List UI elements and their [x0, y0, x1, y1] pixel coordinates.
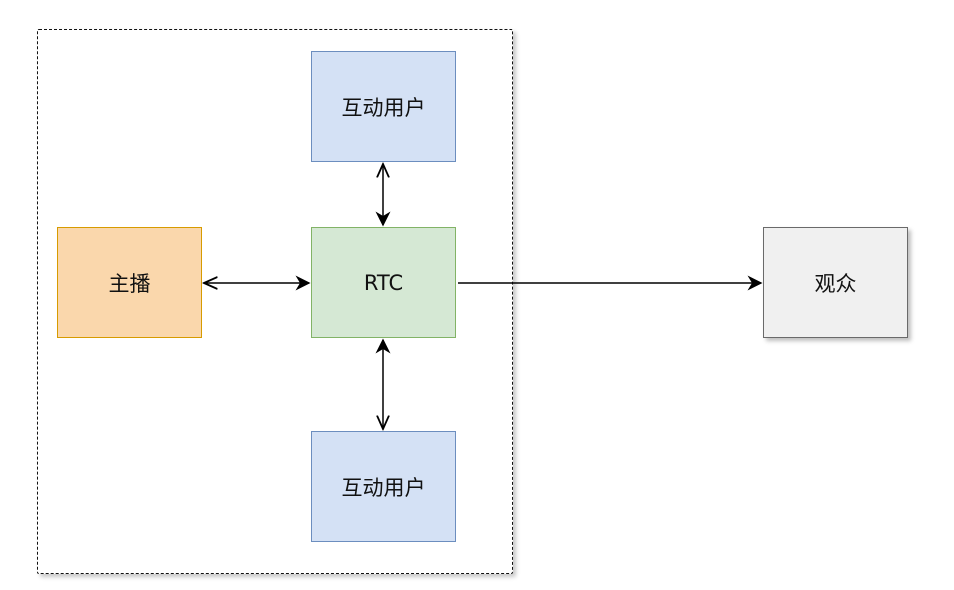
interactive-user-top-label: 互动用户: [341, 95, 426, 120]
rtc-label: RTC: [363, 270, 404, 295]
interactive-user-bottom-label: 互动用户: [341, 475, 426, 500]
interactive-user-bottom-node[interactable]: 互动用户: [311, 431, 456, 542]
anchor-node[interactable]: 主播: [57, 227, 202, 338]
interactive-user-top-node[interactable]: 互动用户: [311, 51, 456, 162]
rtc-node[interactable]: RTC: [311, 227, 456, 338]
anchor-label: 主播: [108, 271, 151, 296]
audience-node[interactable]: 观众: [763, 227, 908, 338]
rtc-group-boundary: [37, 29, 513, 574]
audience-label: 观众: [814, 271, 857, 296]
